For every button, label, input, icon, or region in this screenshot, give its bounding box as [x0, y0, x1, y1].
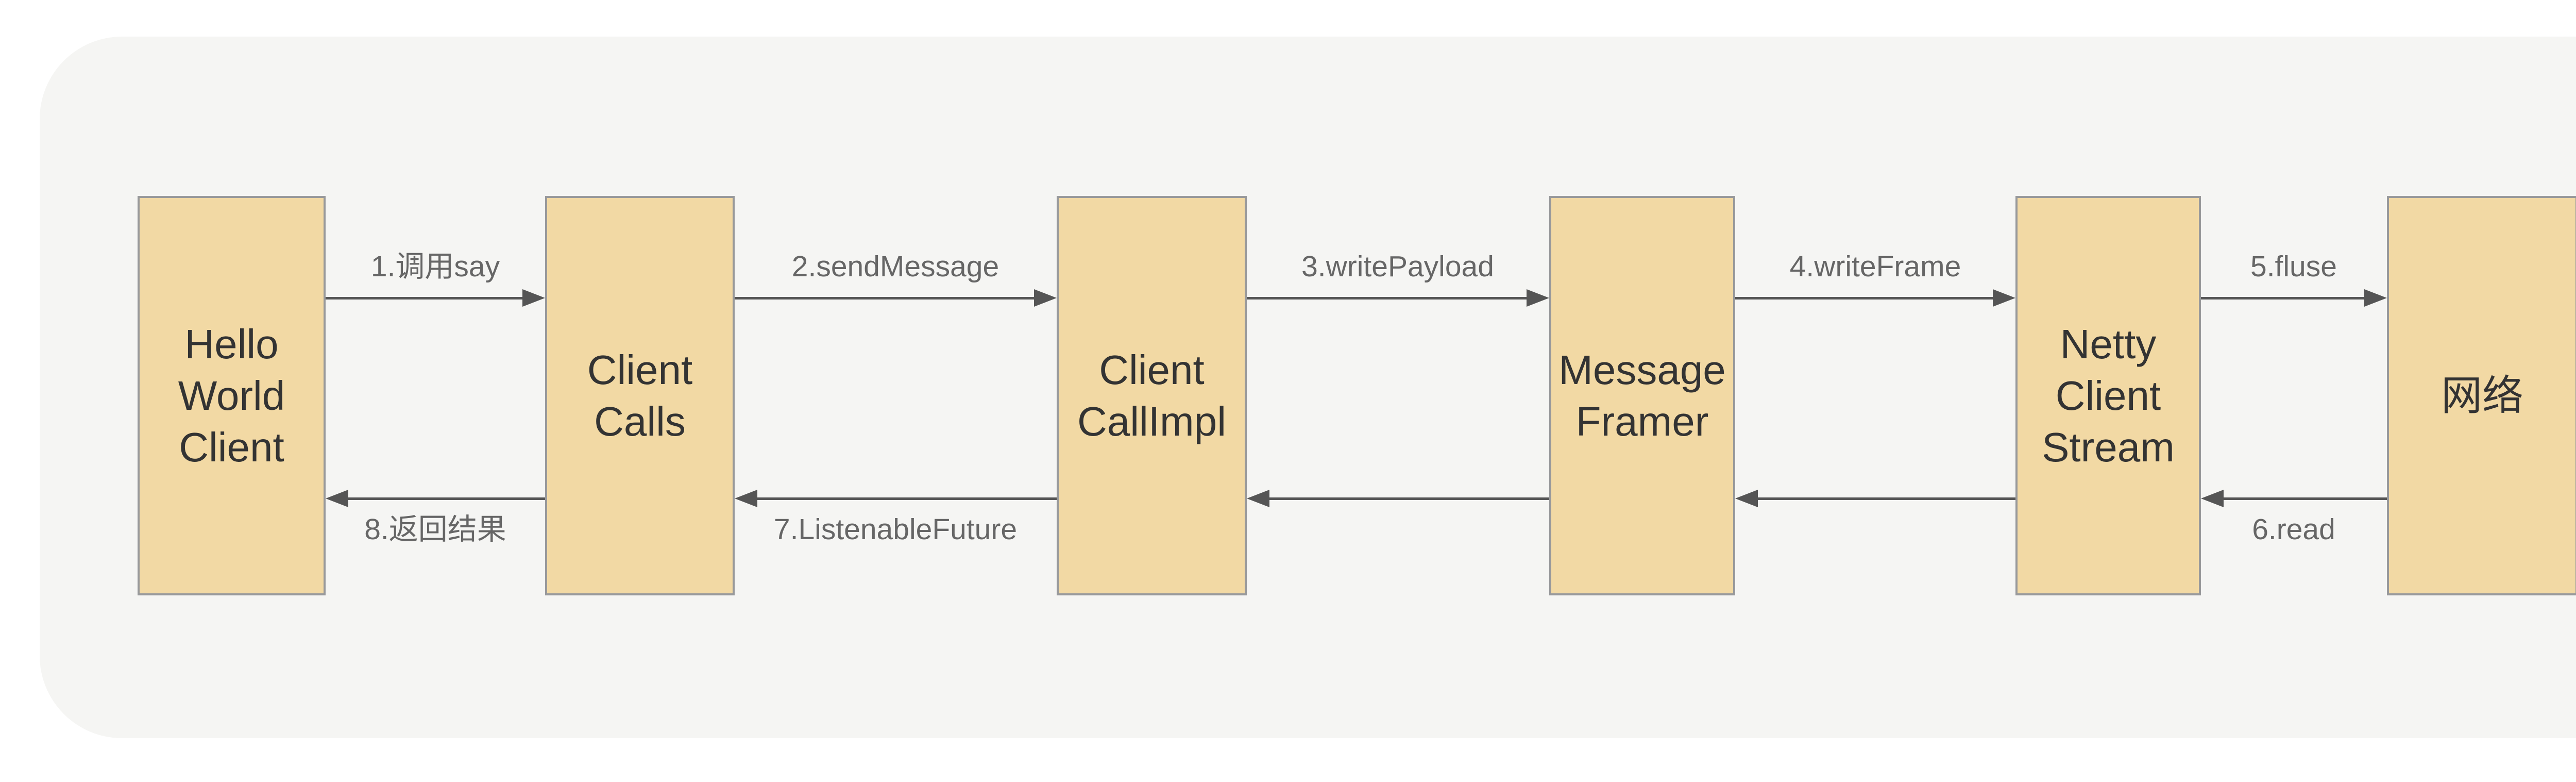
box-label: Message Framer: [1558, 346, 1726, 444]
return-arrow-unlabeled-line: [1754, 497, 2015, 500]
box-label: Client Calls: [587, 346, 693, 444]
box-network: 网络: [2387, 196, 2576, 595]
box-netty-client-stream: Netty Client Stream: [2015, 196, 2201, 595]
arrow-label-read: 6.read: [2252, 513, 2335, 546]
arrow-label-write-payload: 3.writePayload: [1301, 250, 1494, 283]
forward-arrow-1-arrowhead-icon: [522, 289, 545, 307]
arrow-label-fluse: 5.fluse: [2250, 250, 2337, 283]
arrow-label-call-say: 1.调用say: [370, 250, 500, 283]
box-message-framer: Message Framer: [1549, 196, 1735, 595]
arrow-label-send-message: 2.sendMessage: [791, 250, 999, 283]
return-arrow-7-line: [753, 497, 1057, 500]
return-arrow-8-arrowhead-icon: [326, 490, 348, 507]
forward-arrow-5-line: [2201, 297, 2368, 300]
box-client-calls: Client Calls: [545, 196, 735, 595]
return-arrow-8-line: [344, 497, 545, 500]
return-arrow-7-arrowhead-icon: [735, 490, 757, 507]
forward-arrow-2-line: [735, 297, 1038, 300]
return-arrow-6-line: [2219, 497, 2387, 500]
forward-arrow-3-arrowhead-icon: [1527, 289, 1549, 307]
return-arrow-unlabeled-line: [1265, 497, 1549, 500]
box-label: Client CallImpl: [1077, 346, 1226, 444]
arrow-label-return-result: 8.返回结果: [364, 513, 506, 546]
forward-arrow-4-arrowhead-icon: [1993, 289, 2015, 307]
return-arrow-unlabeled-arrowhead-icon: [1247, 490, 1269, 507]
box-label: Netty Client Stream: [2042, 321, 2175, 470]
arrow-label-listenable-future: 7.ListenableFuture: [773, 513, 1018, 546]
return-arrow-6-arrowhead-icon: [2201, 490, 2224, 507]
forward-arrow-5-arrowhead-icon: [2364, 289, 2387, 307]
box-hello-world-client: Hello World Client: [138, 196, 326, 595]
box-label: Hello World Client: [178, 321, 285, 470]
box-label: 网络: [2441, 372, 2523, 419]
return-arrow-unlabeled-arrowhead-icon: [1735, 490, 1758, 507]
forward-arrow-1-line: [326, 297, 527, 300]
forward-arrow-2-arrowhead-icon: [1034, 289, 1057, 307]
forward-arrow-4-line: [1735, 297, 1997, 300]
forward-arrow-3-line: [1247, 297, 1531, 300]
box-client-callimpl: Client CallImpl: [1057, 196, 1247, 595]
arrow-label-write-frame: 4.writeFrame: [1789, 250, 1961, 283]
